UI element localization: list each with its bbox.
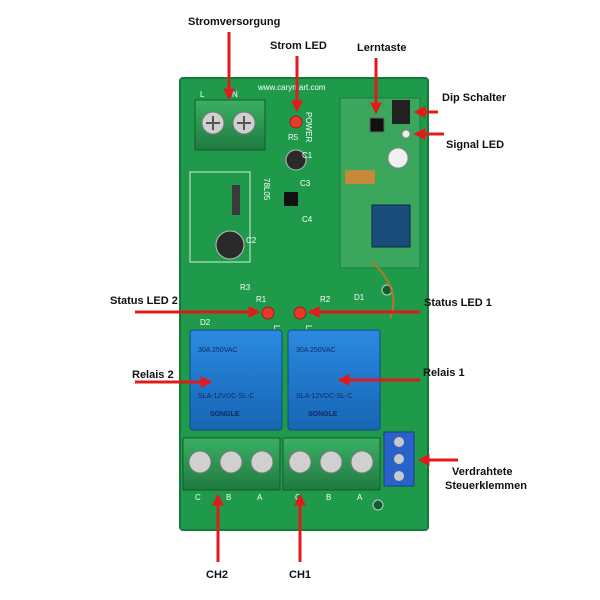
learn-button [369, 117, 385, 133]
trimmer-icon [387, 147, 409, 169]
label-relais-2: Relais 2 [132, 369, 174, 381]
screw-icon [250, 450, 274, 474]
cap-label-c4: C4 [302, 215, 313, 224]
cap-label-c2: C2 [246, 236, 257, 245]
receiver-module [339, 97, 421, 269]
power-led [289, 115, 303, 129]
model-label: 78L05 [262, 178, 271, 201]
term-label-b1: B [326, 493, 331, 502]
relay2-brand: SONGLE [210, 411, 240, 418]
relay-2: 30A 250VAC SLA-12VDC-SL-C SONGLE [189, 329, 283, 431]
module-coil [345, 170, 375, 184]
term-label-c2: C [195, 493, 201, 502]
res-label-r5: R5 [288, 133, 299, 142]
regulator-78l05 [284, 192, 298, 206]
screw-icon [394, 437, 404, 447]
mounting-hole [372, 499, 384, 511]
res-label-r3: R3 [240, 283, 251, 292]
label-relais-1: Relais 1 [423, 367, 465, 379]
terminal-label-n: N [232, 90, 238, 99]
label-ch2: CH2 [206, 569, 228, 581]
label-status-led-2: Status LED 2 [110, 295, 178, 307]
cap-label-c3: C3 [300, 179, 311, 188]
label-status-led-1: Status LED 1 [424, 297, 492, 309]
screw-icon [288, 450, 312, 474]
screw-icon [394, 471, 404, 481]
label-dip-schalter: Dip Schalter [442, 92, 507, 104]
label-verdrahtete-2: Steuerklemmen [445, 480, 527, 492]
relay2-rating: 30A 250VAC [198, 347, 238, 354]
term-label-a1: A [357, 493, 363, 502]
label-strom-led: Strom LED [270, 40, 327, 52]
relay1-rating: 30A 250VAC [296, 347, 336, 354]
dip-switch [392, 100, 410, 124]
capacitor-c2 [215, 230, 245, 260]
diode-d1 [232, 185, 240, 215]
relay1-brand: SONGLE [308, 411, 338, 418]
output-terminal-ch1: C B A [282, 437, 381, 502]
screw-icon [319, 450, 343, 474]
screw-icon [219, 450, 243, 474]
capacitor-c1 [285, 149, 307, 171]
label-lerntaste: Lerntaste [357, 42, 407, 54]
res-label-r1: R1 [256, 295, 267, 304]
label-ch1: CH1 [289, 569, 311, 581]
signal-led [401, 129, 411, 139]
terminal-label-l: L [200, 90, 205, 99]
pcb-outline [189, 171, 251, 263]
diode-label-d2: D2 [200, 318, 211, 327]
label-stromversorgung: Stromversorgung [188, 16, 280, 28]
label-verdrahtete-1: Verdrahtete [452, 466, 513, 478]
screw-icon [394, 454, 404, 464]
cap-label-c1: C1 [302, 151, 313, 160]
power-led-label: POWER [304, 112, 313, 142]
status-led-1 [293, 306, 307, 320]
screw-icon [188, 450, 212, 474]
blue-control-terminals [383, 431, 415, 487]
relay2-model: SLA-12VDC-SL-C [198, 393, 254, 400]
module-chip [371, 204, 411, 248]
diode-label-d1: D1 [354, 293, 365, 302]
output-terminal-ch2: C B A [182, 437, 281, 502]
screw-icon [350, 450, 374, 474]
board-url: www.carymart.com [257, 83, 326, 92]
term-label-b2: B [226, 493, 231, 502]
label-signal-led: Signal LED [446, 139, 504, 151]
relay1-model: SLA-12VDC-SL-C [296, 393, 352, 400]
status-led-2 [261, 306, 275, 320]
res-label-r2: R2 [320, 295, 331, 304]
term-label-a2: A [257, 493, 263, 502]
